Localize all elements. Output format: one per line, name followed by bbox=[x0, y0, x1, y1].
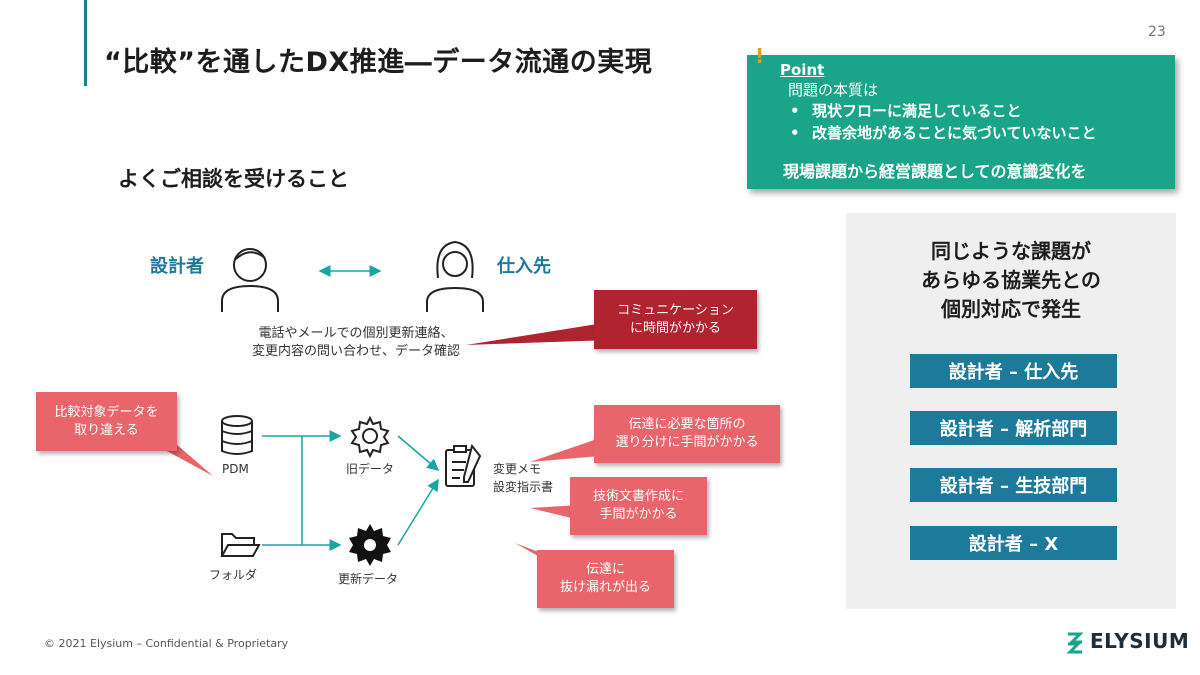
communication-caption-line: 電話やメールでの個別更新連絡、 bbox=[258, 326, 454, 341]
callout-wrong-data: 比較対象データを取り違える bbox=[36, 392, 177, 451]
communication-caption-line: 変更内容の問い合わせ、データ確認 bbox=[251, 344, 460, 359]
callout-line: 伝達に bbox=[585, 562, 625, 577]
section-subtitle: よくご相談を受けること bbox=[118, 167, 349, 191]
pair-designer-x: 設計者 – X bbox=[910, 526, 1117, 560]
callout-line: コミュニケーション bbox=[617, 302, 734, 318]
callout-line: 比較対象データを bbox=[54, 404, 159, 420]
copyright-footer: © 2021 Elysium – Confidential & Propriet… bbox=[44, 637, 289, 650]
callout-tech-doc: 技術文書作成に手間がかかる bbox=[570, 477, 707, 535]
sorting-callout-pointer bbox=[530, 438, 600, 462]
old-data-label: 旧データ bbox=[346, 462, 395, 476]
right-panel-heading: 同じような課題が あらゆる協業先との 個別対応で発生 bbox=[846, 237, 1176, 324]
old-to-memo-arrow bbox=[397, 435, 440, 471]
page-number: 23 bbox=[1148, 24, 1166, 40]
point-intro: 問題の本質は bbox=[788, 81, 879, 99]
folder-icon bbox=[220, 533, 261, 557]
right-panel-heading-line: あらゆる協業先との bbox=[921, 268, 1101, 292]
point-bullet-list: 現状フローに満足していること 改善余地があることに気づいていないこと bbox=[790, 100, 1097, 144]
database-icon bbox=[221, 415, 253, 455]
slide-title: “比較”を通したDX推進―データ流通の実現 bbox=[104, 47, 653, 78]
callout-omission: 伝達に抜け漏れが出る bbox=[537, 550, 674, 608]
pair-designer-analysis: 設計者 – 解析部門 bbox=[910, 411, 1117, 445]
communication-caption: 電話やメールでの個別更新連絡、 変更内容の問い合わせ、データ確認 bbox=[238, 325, 474, 361]
point-bullet: 改善余地があることに気づいていないこと bbox=[790, 122, 1097, 144]
gear-filled-icon bbox=[349, 524, 391, 566]
comm-callout-pointer bbox=[466, 322, 612, 345]
techdoc-callout-pointer bbox=[530, 505, 580, 520]
callout-line: 伝達に必要な箇所の bbox=[628, 417, 746, 432]
callout-communication-time: コミュニケーションに時間がかかる bbox=[594, 290, 757, 349]
new-to-memo-arrow bbox=[397, 478, 439, 546]
pair-designer-supplier: 設計者 – 仕入先 bbox=[910, 354, 1117, 388]
designer-person-icon bbox=[221, 248, 279, 312]
callout-sorting-effort: 伝達に必要な箇所の選り分けに手間がかかる bbox=[594, 405, 780, 463]
new-data-label: 更新データ bbox=[338, 572, 399, 586]
point-heading: Point bbox=[780, 61, 825, 79]
right-panel-heading-line: 同じような課題が bbox=[931, 239, 1091, 263]
callout-line: 技術文書作成に bbox=[592, 489, 684, 504]
gear-outline-icon bbox=[350, 415, 390, 459]
callout-line: 選り分けに手間がかかる bbox=[615, 435, 759, 450]
callout-line: 取り違える bbox=[74, 422, 139, 438]
designer-label: 設計者 bbox=[150, 256, 204, 277]
pdm-label: PDM bbox=[222, 462, 249, 476]
callout-line: に時間がかかる bbox=[629, 320, 721, 336]
point-conclusion: 現場課題から経営課題としての意識変化を bbox=[783, 162, 1087, 181]
point-bullet: 現状フローに満足していること bbox=[790, 100, 1097, 122]
elysium-logo-text: ELYSIUM bbox=[1090, 629, 1190, 653]
callout-line: 抜け漏れが出る bbox=[559, 580, 651, 595]
clipboard-icon bbox=[445, 443, 482, 487]
elysium-logo-icon bbox=[1066, 632, 1084, 654]
memo-label-line: 変更メモ bbox=[493, 462, 542, 476]
callout-line: 手間がかかる bbox=[599, 507, 678, 522]
supplier-person-icon bbox=[426, 240, 484, 312]
memo-label-line: 設変指示書 bbox=[493, 480, 554, 494]
pair-designer-production: 設計者 – 生技部門 bbox=[910, 468, 1117, 502]
folder-label: フォルダ bbox=[209, 568, 258, 582]
exclamation-icon: ! bbox=[755, 44, 765, 68]
memo-label: 変更メモ 設変指示書 bbox=[493, 460, 553, 496]
supplier-label: 仕入先 bbox=[497, 256, 551, 277]
right-panel-heading-line: 個別対応で発生 bbox=[941, 297, 1081, 321]
title-accent-bar bbox=[84, 0, 87, 86]
